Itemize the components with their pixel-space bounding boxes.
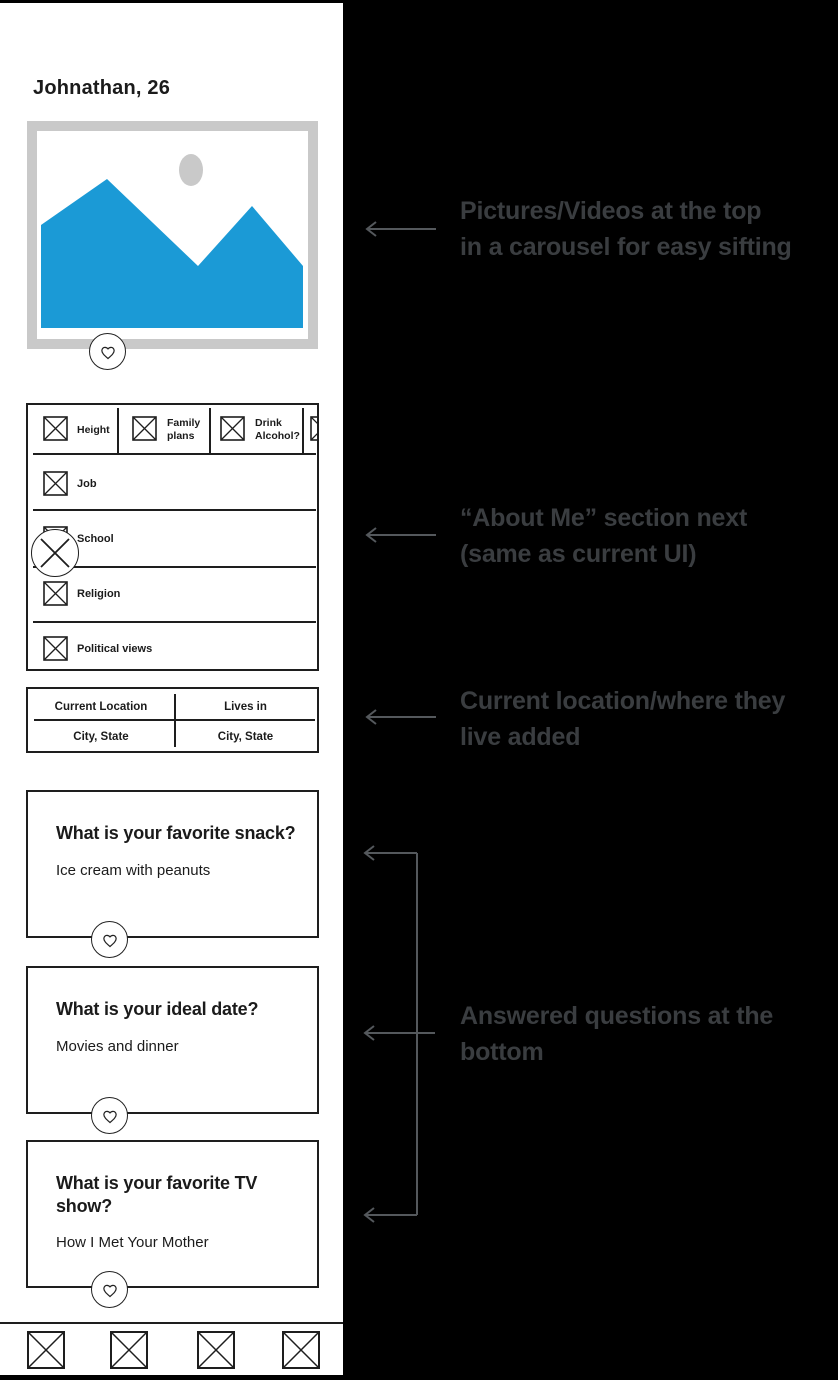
heart-icon xyxy=(100,346,115,359)
chip-family-plans[interactable]: Family plans xyxy=(167,417,201,442)
question-title: What is your favorite TV show? xyxy=(56,1173,258,1216)
nav-item-3[interactable] xyxy=(197,1331,235,1374)
about-divider xyxy=(33,509,316,511)
question-answer: Movies and dinner xyxy=(56,1038,179,1055)
sun-shape xyxy=(179,154,203,186)
annotation-line: bottom xyxy=(460,1038,544,1066)
image-placeholder-icon xyxy=(43,471,68,501)
location-header-lives-in: Lives in xyxy=(224,701,267,713)
nav-placeholder-icon xyxy=(197,1331,235,1369)
x-icon xyxy=(40,538,70,568)
profile-name-age: Johnathan, 26 xyxy=(33,77,171,99)
annotation-line: Current location/where they xyxy=(460,687,786,715)
chip-height[interactable]: Height xyxy=(77,424,110,436)
question-card: What is your ideal date? Movies and dinn… xyxy=(26,966,319,1134)
annotation-bracket-arrows xyxy=(363,845,435,1223)
image-placeholder-icon xyxy=(43,416,68,446)
photo-placeholder xyxy=(37,131,308,339)
like-photo-button[interactable] xyxy=(89,333,126,370)
image-placeholder-icon xyxy=(220,416,245,446)
nav-placeholder-icon xyxy=(27,1331,65,1369)
image-placeholder-icon xyxy=(43,636,68,666)
question-title: What is your ideal date? xyxy=(56,999,259,1019)
mountains-shape xyxy=(41,179,303,328)
about-divider xyxy=(33,566,316,568)
annotation-line: (same as current UI) xyxy=(460,540,697,568)
nav-placeholder-icon xyxy=(282,1331,320,1369)
nav-item-4[interactable] xyxy=(282,1331,320,1374)
bottom-nav-divider xyxy=(0,1322,343,1324)
about-me-card: Height Family plans Drink Alcohol? xyxy=(26,403,319,671)
close-floating-button[interactable] xyxy=(31,529,79,577)
question-title: What is your favorite snack? xyxy=(56,823,296,843)
chip-drink-alcohol[interactable]: Drink Alcohol? xyxy=(255,417,300,442)
question-card: What is your favorite snack? Ice cream w… xyxy=(26,790,319,958)
annotation-line: Pictures/Videos at the top xyxy=(460,197,762,225)
chip-divider xyxy=(209,408,211,453)
photo-carousel[interactable] xyxy=(27,121,318,349)
question-answer: Ice cream with peanuts xyxy=(56,862,211,879)
nav-placeholder-icon xyxy=(110,1331,148,1369)
annotation-about-me: “About Me” section next (same as current… xyxy=(460,500,747,572)
nav-item-1[interactable] xyxy=(27,1331,65,1374)
annotation-arrow-left xyxy=(365,709,436,725)
annotation-location: Current location/where they live added xyxy=(460,683,785,755)
image-placeholder-icon xyxy=(43,581,68,611)
about-divider xyxy=(33,453,316,455)
annotation-arrow-left xyxy=(365,221,436,237)
heart-icon xyxy=(102,1284,117,1297)
location-column-divider xyxy=(174,694,176,747)
like-answer-button[interactable] xyxy=(91,1097,128,1134)
question-answer: How I Met Your Mother xyxy=(56,1234,209,1251)
annotation-pictures: Pictures/Videos at the top in a carousel… xyxy=(460,193,792,265)
question-card: What is your favorite TV show? How I Met… xyxy=(26,1140,319,1308)
annotation-line: live added xyxy=(460,723,581,751)
about-row-religion[interactable]: Religion xyxy=(77,588,121,600)
nav-item-2[interactable] xyxy=(110,1331,148,1374)
about-chips-row: Height Family plans Drink Alcohol? xyxy=(28,405,317,455)
like-answer-button[interactable] xyxy=(91,921,128,958)
annotation-arrow-left xyxy=(365,527,436,543)
chip-divider xyxy=(117,408,119,453)
about-row-school[interactable]: School xyxy=(77,533,114,545)
heart-icon xyxy=(102,1110,117,1123)
about-row-political-views[interactable]: Political views xyxy=(77,643,153,655)
about-divider xyxy=(33,621,316,623)
location-value-lives-in: City, State xyxy=(217,731,274,743)
annotation-line: in a carousel for easy sifting xyxy=(460,233,792,261)
location-header-current: Current Location xyxy=(54,701,148,713)
location-card: Current Location Lives in City, State Ci… xyxy=(26,687,319,753)
location-value-current: City, State xyxy=(73,731,129,743)
mountain-sun-graphic xyxy=(41,154,303,328)
annotation-questions: Answered questions at the bottom xyxy=(460,998,773,1070)
chip-divider xyxy=(302,408,304,453)
image-placeholder-icon xyxy=(310,416,317,446)
heart-icon xyxy=(102,934,117,947)
about-row-job[interactable]: Job xyxy=(77,478,97,490)
like-answer-button[interactable] xyxy=(91,1271,128,1308)
annotation-line: Answered questions at the xyxy=(460,1002,774,1030)
phone-frame: Johnathan, 26 Height xyxy=(0,3,343,1375)
annotation-line: “About Me” section next xyxy=(460,504,748,532)
image-placeholder-icon xyxy=(132,416,157,446)
